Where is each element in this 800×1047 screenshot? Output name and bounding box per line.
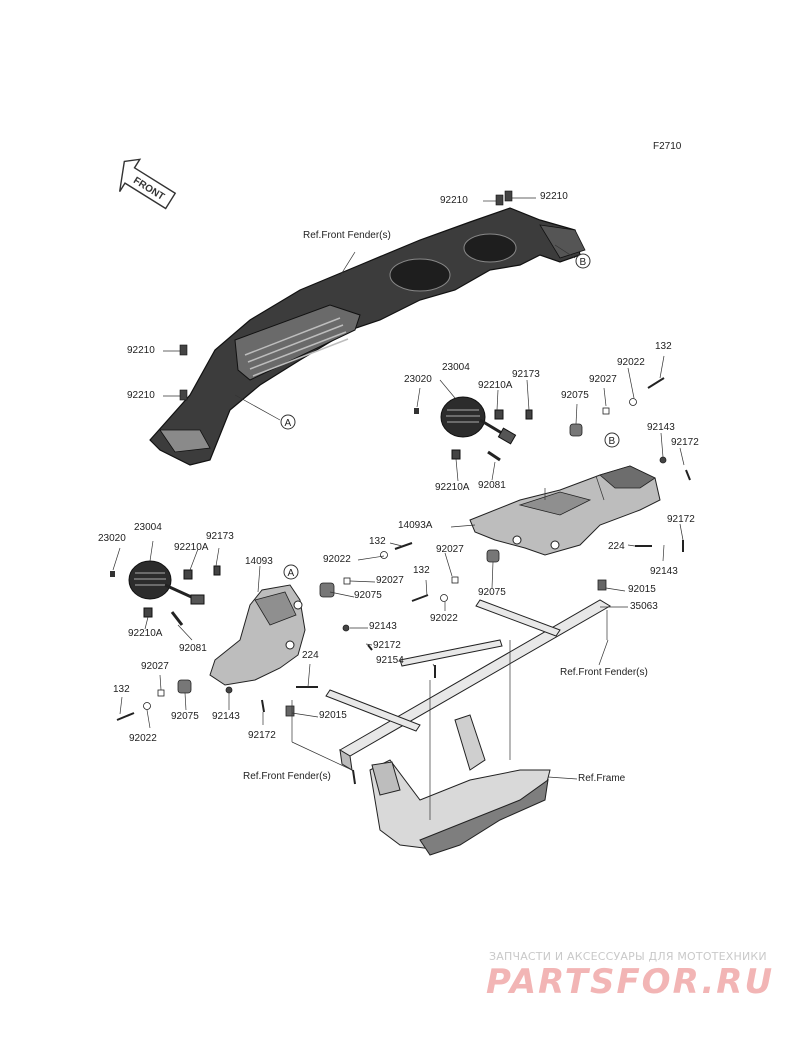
callout-a-upper: A	[280, 414, 296, 430]
front-fender-panel	[149, 207, 586, 466]
part-number: 224	[302, 650, 319, 661]
part-number: 92210A	[174, 542, 209, 553]
part-number: 92015	[319, 710, 347, 721]
part-number: 132	[113, 684, 130, 695]
front-arrow-icon: FRONT	[118, 158, 177, 210]
part-number: 92210	[440, 195, 468, 206]
part-number: 92172	[667, 514, 695, 525]
part-number: 92173	[512, 369, 540, 380]
part-number: 92173	[206, 531, 234, 542]
svg-text:A: A	[288, 568, 295, 579]
ref-front-fender-right: Ref.Front Fender(s)	[560, 667, 648, 678]
part-number: 92210A	[435, 482, 470, 493]
part-number: 23004	[442, 362, 470, 373]
part-number: 92081	[179, 643, 207, 654]
svg-text:B: B	[580, 257, 587, 268]
part-number: 92210	[127, 390, 155, 401]
part-number: 92022	[617, 357, 645, 368]
part-number: 92143	[212, 711, 240, 722]
part-number: 92075	[171, 711, 199, 722]
part-number: 92075	[561, 390, 589, 401]
ref-front-fender-bottom: Ref.Front Fender(s)	[243, 771, 331, 782]
svg-text:A: A	[285, 418, 292, 429]
ref-front-fender-top: Ref.Front Fender(s)	[303, 230, 391, 241]
part-number: 92027	[141, 661, 169, 672]
callout-b-lower: B	[604, 432, 620, 448]
part-number: 92027	[436, 544, 464, 555]
part-number: 132	[369, 536, 386, 547]
part-number: 92022	[129, 733, 157, 744]
watermark-tagline: ЗАПЧАСТИ И АКСЕССУАРЫ ДЛЯ МОТОТЕХНИКИ	[489, 950, 767, 963]
watermark-logo: PARTSFOR.RU	[486, 962, 775, 1002]
part-number: 23004	[134, 522, 162, 533]
left-headlight-assembly	[110, 560, 221, 626]
part-number: 92081	[478, 480, 506, 491]
part-number: 23020	[404, 374, 432, 385]
part-number: 92210	[127, 345, 155, 356]
svg-text:B: B	[609, 436, 616, 447]
left-hardware	[116, 624, 436, 785]
part-number: 92022	[323, 554, 351, 565]
part-number: 14093A	[398, 520, 433, 531]
part-number: 92027	[376, 575, 404, 586]
part-number: 132	[413, 565, 430, 576]
part-number: 92143	[369, 621, 397, 632]
part-number: 92172	[671, 437, 699, 448]
part-number: 14093	[245, 556, 273, 567]
right-headlight-assembly	[414, 396, 533, 462]
part-number: 92210A	[478, 380, 513, 391]
part-number: 92210A	[128, 628, 163, 639]
part-number: 132	[655, 341, 672, 352]
part-number: 92015	[628, 584, 656, 595]
leader-lines-lower	[112, 355, 685, 820]
part-number: 92172	[373, 640, 401, 651]
clip-parts	[179, 190, 513, 401]
crossbar-frame	[325, 599, 611, 856]
ref-frame: Ref.Frame	[578, 773, 626, 784]
part-number: 92143	[650, 566, 678, 577]
part-number: 224	[608, 541, 625, 552]
part-number: 92075	[354, 590, 382, 601]
part-number: 92210	[540, 191, 568, 202]
right-bracket	[469, 465, 661, 556]
part-number: 35063	[630, 601, 658, 612]
part-number: 92172	[248, 730, 276, 741]
left-bracket	[209, 584, 306, 686]
part-number: 92027	[589, 374, 617, 385]
part-number: 92075	[478, 587, 506, 598]
callout-a-lower: A	[283, 564, 299, 580]
part-number: 92154	[376, 655, 404, 666]
figure-code: F2710	[653, 141, 682, 152]
leader-lines-upper	[163, 197, 576, 421]
part-number: 92143	[647, 422, 675, 433]
callout-b-upper: B	[575, 253, 591, 269]
part-number: 23020	[98, 533, 126, 544]
part-number: 92022	[430, 613, 458, 624]
